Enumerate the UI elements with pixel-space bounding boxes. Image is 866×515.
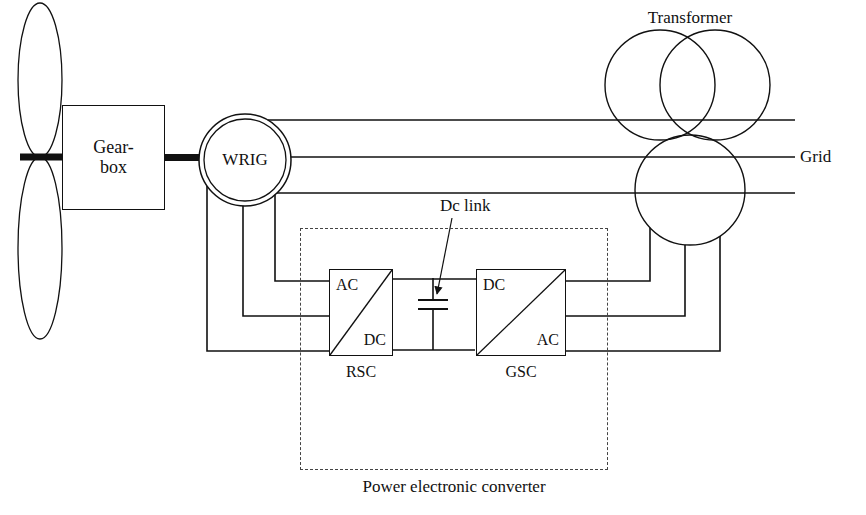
gearbox-box: Gear- box xyxy=(62,105,165,210)
dc-bus-wire xyxy=(393,278,476,280)
hub-shaft xyxy=(20,154,62,161)
capacitor-lead xyxy=(432,278,434,300)
diagonal-line xyxy=(477,270,565,355)
stator-ring xyxy=(199,114,291,206)
node-text: Gear- box xyxy=(86,137,142,178)
capacitor-lead xyxy=(432,309,434,350)
rotor-ring xyxy=(204,119,286,201)
capacitor-plate xyxy=(418,308,448,310)
grid-line xyxy=(612,156,795,158)
winding-circle xyxy=(660,30,770,140)
grid-side-wire xyxy=(566,228,650,281)
node-heading: Power electronic converter xyxy=(362,477,545,497)
generator-circle: WRIG xyxy=(198,113,292,207)
node-heading: RSC xyxy=(346,363,376,381)
node-text: AC xyxy=(336,276,358,294)
winding-circle xyxy=(635,135,745,245)
node-text: AC xyxy=(537,331,559,349)
grid-line xyxy=(612,192,795,194)
transformer-symbol: Transformer xyxy=(600,10,780,250)
shaft-line xyxy=(165,154,199,161)
grid-side-wire xyxy=(566,245,685,316)
terminal-label: Grid xyxy=(800,147,831,167)
node-heading: GSC xyxy=(505,363,536,381)
stator-wire xyxy=(291,156,612,158)
node-text: DC xyxy=(483,276,505,294)
stator-wire xyxy=(268,119,612,121)
node-heading: Transformer xyxy=(648,8,732,28)
rotor-wire xyxy=(275,195,329,281)
rotor-blade xyxy=(18,157,62,339)
converter-group: Power electronic converterACDCRSCDCACGSC xyxy=(300,228,608,470)
rotor-blade xyxy=(18,3,62,157)
callout-label: Dc link xyxy=(440,196,491,216)
diagonal-line xyxy=(330,270,392,355)
rotor-wire xyxy=(243,206,329,316)
stator-wire xyxy=(277,192,612,194)
rotor-wire xyxy=(207,186,329,351)
leader-arrow xyxy=(437,218,452,294)
converter-box: DCACGSC xyxy=(476,269,566,356)
grid-side-wire xyxy=(566,236,720,351)
transformer-windings xyxy=(600,10,780,250)
converter-box: ACDCRSC xyxy=(329,269,393,356)
capacitor-plate xyxy=(418,299,448,301)
node-text: WRIG xyxy=(222,150,267,170)
node-text: DC xyxy=(364,331,386,349)
